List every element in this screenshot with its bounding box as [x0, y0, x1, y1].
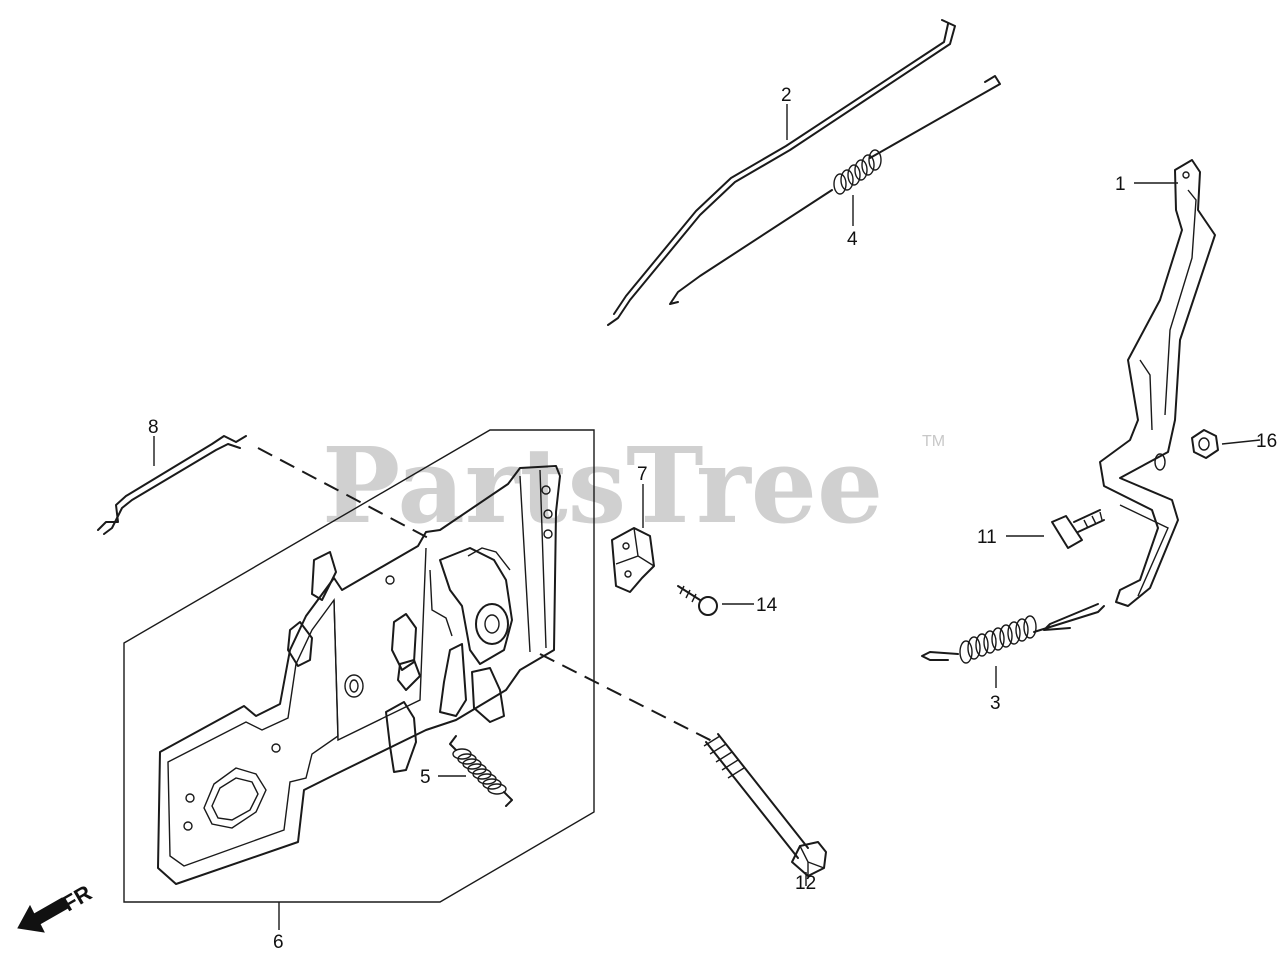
callout-16: 16 — [1256, 431, 1277, 452]
part-1-control-lever[interactable] — [1099, 159, 1216, 607]
part-16-nut[interactable] — [1191, 429, 1219, 459]
watermark-brand: PartsTree — [322, 424, 883, 547]
callout-6: 6 — [273, 932, 284, 953]
part-6-control-base-assembly[interactable] — [123, 429, 595, 903]
part-7-cable-clamp[interactable] — [611, 527, 655, 593]
part-2-governor-rod[interactable] — [607, 19, 956, 326]
watermark: PartsTree TM — [322, 424, 945, 547]
part-14-screw[interactable] — [677, 585, 718, 616]
callout-3: 3 — [990, 693, 1001, 714]
leader-lines — [153, 104, 1261, 930]
part-4-governor-spring[interactable] — [669, 75, 1001, 305]
part-8-choke-rod[interactable] — [97, 435, 247, 535]
front-direction-indicator: FR — [17, 880, 96, 933]
callout-labels: 2 4 1 16 11 3 8 7 14 5 12 6 — [148, 85, 1277, 953]
callout-5: 5 — [420, 767, 431, 788]
watermark-trademark: TM — [922, 433, 945, 450]
part-5-spring[interactable] — [449, 735, 513, 807]
callout-1: 1 — [1115, 174, 1126, 195]
callout-14: 14 — [756, 595, 778, 616]
part-3-return-spring[interactable] — [921, 603, 1105, 664]
part-12-flange-bolt[interactable] — [703, 733, 827, 877]
spring-coil-4 — [833, 149, 882, 195]
callout-8: 8 — [148, 417, 159, 438]
callout-4: 4 — [847, 229, 858, 250]
callout-11: 11 — [977, 527, 997, 548]
callout-12: 12 — [795, 873, 816, 894]
callout-7: 7 — [637, 464, 648, 485]
callout-2: 2 — [781, 85, 792, 106]
spring-coil-3 — [959, 615, 1037, 664]
part-11-bolt[interactable] — [1051, 509, 1105, 549]
bolt-thread-12 — [703, 735, 745, 779]
spring-coil-5 — [452, 748, 507, 795]
assembly-guide-lines — [257, 447, 719, 745]
front-arrow-icon — [17, 897, 69, 933]
